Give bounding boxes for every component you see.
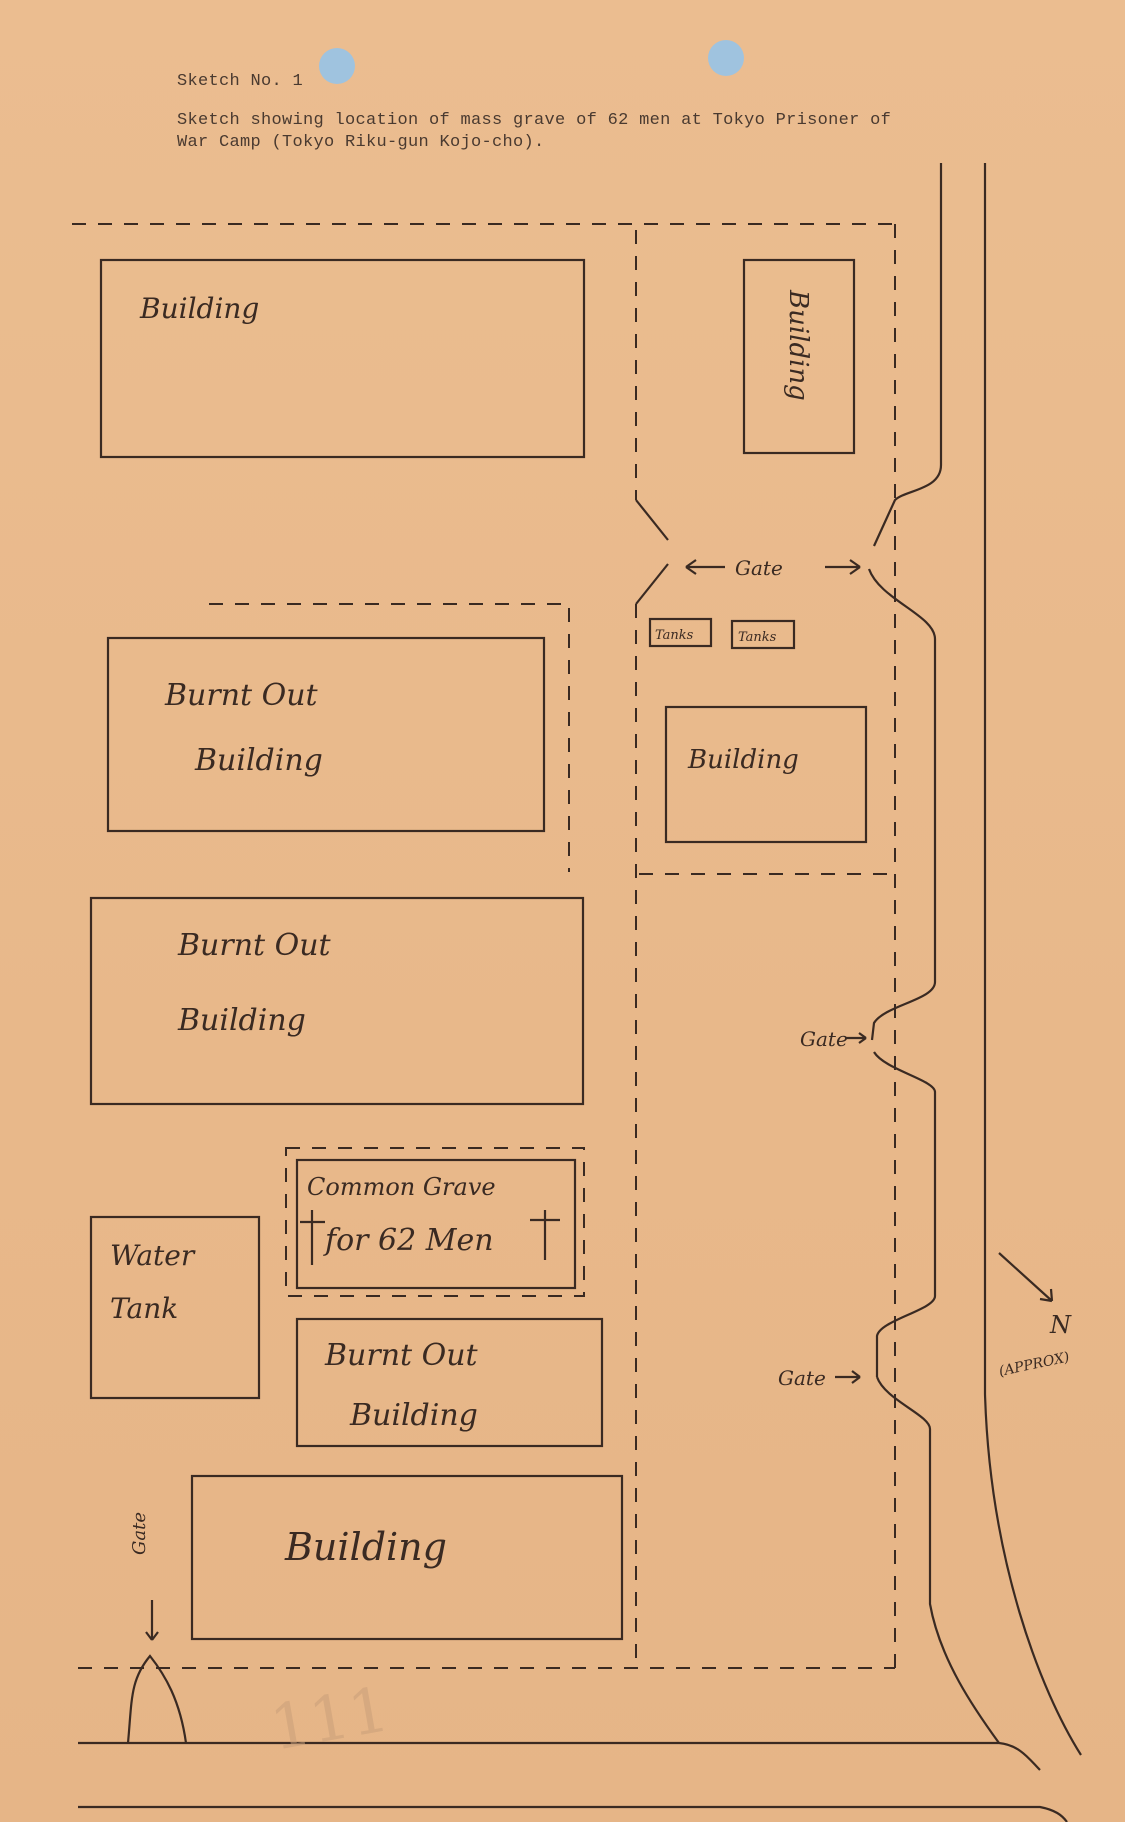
description-line-1: Sketch showing location of mass grave of… <box>177 111 892 130</box>
label-gate-top: Gate <box>735 556 783 580</box>
building-mid-right <box>664 705 868 844</box>
gate-arrows-icon <box>685 559 861 575</box>
label-burnt-out-3-line2: Building <box>349 1398 478 1433</box>
label-north-note: (APPROX) <box>998 1349 1071 1380</box>
sketch-number: Sketch No. 1 <box>177 72 304 91</box>
label-burnt-out-2-line1: Burnt Out <box>177 928 332 963</box>
label-water-tank-line1: Water <box>110 1239 196 1272</box>
label-building-mid-right: Building <box>687 745 799 775</box>
road-bottom-far <box>78 1805 1068 1822</box>
label-tank-2: Tanks <box>738 630 777 645</box>
common-grave-outline <box>285 1147 585 1297</box>
label-gate-bottom-left: Gate <box>129 1512 150 1555</box>
bottom-gate-arch <box>126 1654 188 1744</box>
page-mark: 111 <box>265 1672 394 1764</box>
north-arrow-icon <box>998 1252 1054 1303</box>
building-top-left <box>99 258 586 459</box>
road-edge <box>872 163 943 547</box>
label-building-top-right: Building <box>783 289 813 401</box>
road-bottom <box>78 1741 1041 1771</box>
label-burnt-out-2-line2: Building <box>177 1003 306 1038</box>
cross-icon <box>300 1210 560 1265</box>
gate-arrow-icon <box>145 1600 159 1641</box>
road-edge-far <box>983 163 1082 1756</box>
building-bottom <box>190 1474 624 1641</box>
gate-post <box>635 563 669 605</box>
label-common-grave-line2: for 62 Men <box>323 1223 494 1258</box>
burnt-out-building-1 <box>106 636 546 833</box>
road-edge <box>867 568 937 1041</box>
label-common-grave-line1: Common Grave <box>307 1173 496 1201</box>
label-burnt-out-1-line1: Burnt Out <box>164 678 319 713</box>
label-burnt-out-1-line2: Building <box>194 743 323 778</box>
label-gate-middle: Gate <box>800 1027 848 1051</box>
tank-box-2 <box>730 619 796 650</box>
burnt-out-building-3 <box>295 1317 604 1448</box>
label-gate-lower: Gate <box>778 1366 826 1390</box>
label-tank-1: Tanks <box>655 628 694 643</box>
road-edge <box>875 1376 1000 1744</box>
punch-hole <box>708 40 744 76</box>
label-water-tank-line2: Tank <box>110 1292 178 1325</box>
burnt-out-building-2 <box>89 896 585 1106</box>
common-grave <box>295 1158 577 1290</box>
gate-arrow-icon <box>835 1370 861 1384</box>
road-edge <box>873 1051 937 1377</box>
gate-post <box>635 499 669 541</box>
label-burnt-out-3-line1: Burnt Out <box>324 1338 479 1373</box>
tank-box-1 <box>648 617 713 648</box>
label-north: N <box>1049 1311 1072 1339</box>
label-building-top-left: Building <box>139 292 259 325</box>
water-tank <box>89 1215 261 1400</box>
gate-arrow-icon <box>845 1032 867 1044</box>
punch-hole <box>319 48 355 84</box>
description-line-2: War Camp (Tokyo Riku-gun Kojo-cho). <box>177 133 545 152</box>
building-top-right <box>742 258 856 455</box>
label-building-bottom: Building <box>284 1525 447 1569</box>
